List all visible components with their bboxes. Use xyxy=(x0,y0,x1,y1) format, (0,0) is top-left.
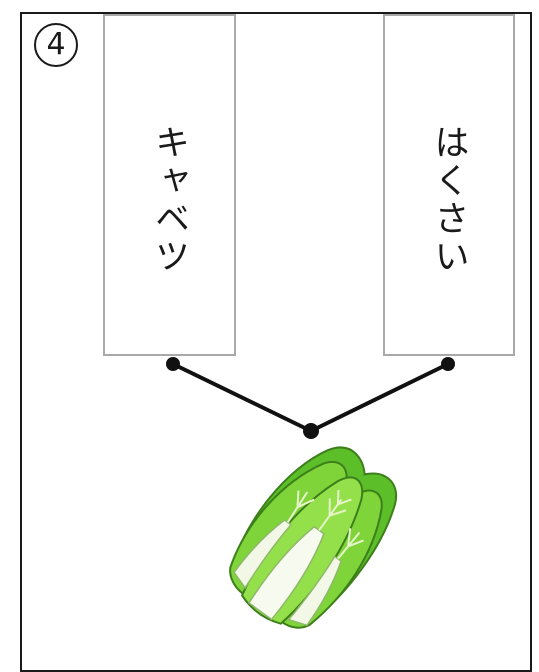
connector-dot-left[interactable] xyxy=(166,357,180,371)
connector-dot-right[interactable] xyxy=(441,357,455,371)
answer-card-cabbage[interactable]: キャベツ xyxy=(103,14,236,356)
card-label-cabbage: キャベツ xyxy=(149,124,189,276)
connector-line-right xyxy=(309,362,450,433)
napa-cabbage-icon xyxy=(229,446,398,629)
answer-card-napa-cabbage[interactable]: はくさい xyxy=(383,14,515,356)
card-label-napa-cabbage: はくさい xyxy=(428,124,469,276)
connector-overlay xyxy=(166,357,455,629)
question-number-badge: 4 xyxy=(34,23,78,67)
connector-dot-picture[interactable] xyxy=(303,423,319,439)
question-number: 4 xyxy=(46,27,66,62)
connector-line-left xyxy=(171,362,313,433)
